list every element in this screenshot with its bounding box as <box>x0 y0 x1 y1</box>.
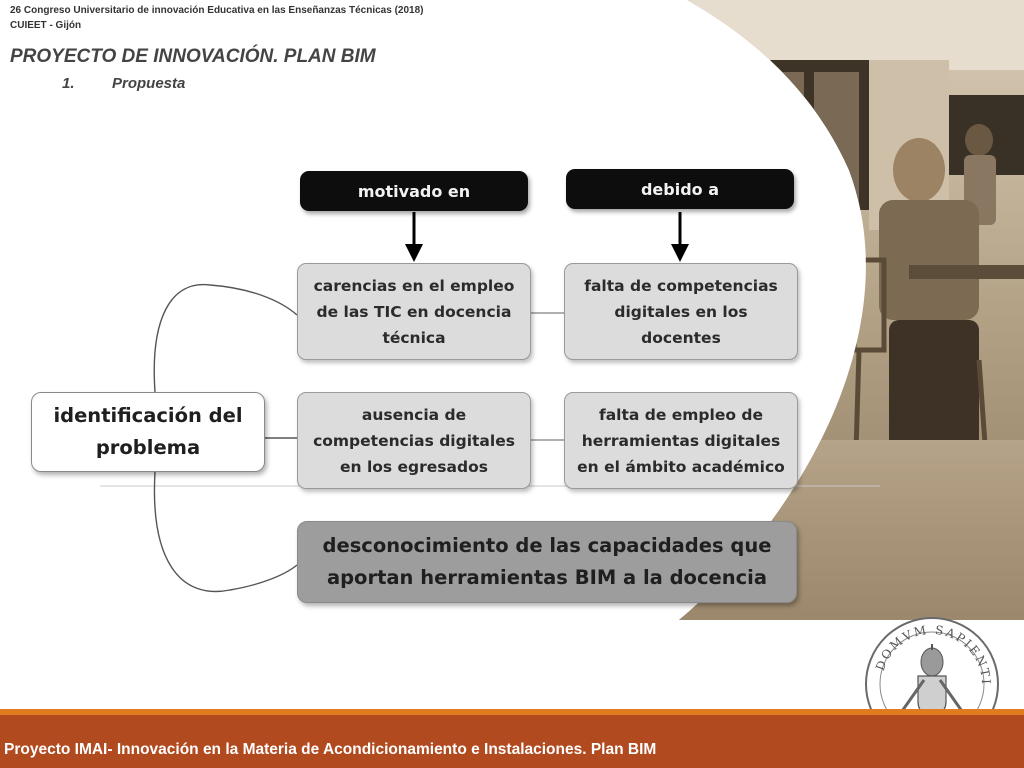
cause-1-line2: de las TIC en docencia <box>316 302 512 321</box>
cause-3-line2: aportan herramientas BIM a la docencia <box>326 566 768 589</box>
reason-1-line3: docentes <box>641 328 721 347</box>
congress-venue: CUIEET - Gijón <box>10 20 82 31</box>
cause-2-line3: en los egresados <box>340 457 488 476</box>
arrow-debido-head <box>671 244 689 262</box>
root-box-problema: identificación del problema <box>31 392 265 472</box>
connector-root-row3 <box>153 471 298 593</box>
reason-1-line2: digitales en los <box>614 302 748 321</box>
reason-box-competencias: falta de competencias digitales en los d… <box>564 263 798 360</box>
footer-accent-line <box>0 709 1024 715</box>
cause-3-line1: desconocimiento de las capacidades que <box>322 534 772 557</box>
header-debido-label: debido a <box>640 179 720 199</box>
connector-root-row1 <box>153 283 298 393</box>
cause-1-line3: técnica <box>382 328 446 347</box>
page-title: PROYECTO DE INNOVACIÓN. PLAN BIM <box>10 46 376 67</box>
congress-header: 26 Congreso Universitario de innovación … <box>10 3 424 33</box>
reason-2-line3: en el ámbito académico <box>577 457 785 476</box>
reason-1-line1: falta de competencias <box>584 276 778 295</box>
header-debido-a: debido a <box>566 169 794 209</box>
reason-box-herramientas: falta de empleo de herramientas digitale… <box>564 392 798 489</box>
cause-box-egresados: ausencia de competencias digitales en lo… <box>297 392 531 489</box>
header-motivado-label: motivado en <box>357 181 471 201</box>
cause-2-line1: ausencia de <box>361 405 467 424</box>
subsection-number: 1. <box>62 75 75 92</box>
cause-1-line1: carencias en el empleo <box>313 276 515 295</box>
root-line1: identificación del <box>53 404 243 427</box>
footer-bar <box>0 715 1024 768</box>
cause-2-line2: competencias digitales <box>313 431 515 450</box>
cause-box-bim: desconocimiento de las capacidades que a… <box>297 521 797 603</box>
congress-title: 26 Congreso Universitario de innovación … <box>10 5 424 16</box>
subsection-label: Propuesta <box>112 75 186 92</box>
root-line2: problema <box>95 436 201 459</box>
footer-text: Proyecto IMAI- Innovación en la Materia … <box>4 741 657 758</box>
arrow-motivado-head <box>405 244 423 262</box>
reason-2-line1: falta de empleo de <box>598 405 764 424</box>
subsection-heading: 1. Propuesta <box>62 75 185 92</box>
header-motivado-en: motivado en <box>300 171 528 211</box>
reason-2-line2: herramientas digitales <box>581 431 781 450</box>
cause-box-tic: carencias en el empleo de las TIC en doc… <box>297 263 531 360</box>
